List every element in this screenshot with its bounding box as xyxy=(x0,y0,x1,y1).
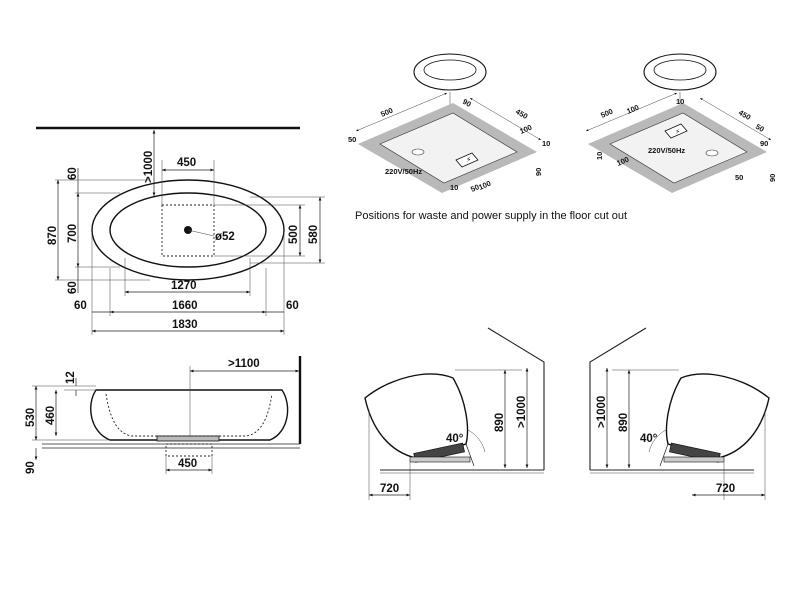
tilt-view-right: 40° >1000 890 720 xyxy=(589,327,770,500)
power-label-right: 220V/50Hz xyxy=(648,146,685,155)
dim-1000: >1000 xyxy=(143,151,155,183)
dim-60-bottom-right: 60 xyxy=(286,300,299,312)
dim-530: 530 xyxy=(25,408,37,427)
dim-450: 450 xyxy=(177,157,196,169)
c1-10b: 10 xyxy=(450,183,458,192)
tilted-tub-left xyxy=(364,373,469,459)
dim-1660: 1660 xyxy=(172,300,198,312)
dim-drain-52: ø52 xyxy=(215,231,235,243)
dim-1270: 1270 xyxy=(171,280,197,292)
dim-460: 460 xyxy=(45,406,57,425)
c1-450: 450 xyxy=(514,107,529,121)
power-bolt-icon: ⚡ xyxy=(466,155,471,164)
c2-50b: 50 xyxy=(735,173,743,182)
power-box-icon xyxy=(455,152,479,168)
cutout-right: ⚡ 220V/50Hz 500 100 10 450 50 90 10 100 … xyxy=(585,53,777,193)
dim-60-top: 60 xyxy=(67,167,79,180)
c1-100b: 100 xyxy=(477,179,492,192)
tilted-tub-right xyxy=(665,373,770,459)
angle-left: 40° xyxy=(446,433,464,445)
c1-50a: 50 xyxy=(348,135,356,144)
wall-right xyxy=(589,327,647,470)
tilt-right-720: 720 xyxy=(716,483,735,495)
c2-100a: 100 xyxy=(625,103,640,116)
tilt-right-1000: >1000 xyxy=(596,396,608,428)
c2-10b: 10 xyxy=(595,152,604,160)
c2-90a: 90 xyxy=(760,139,768,148)
wall-left xyxy=(487,327,545,470)
power-bolt-icon-right: ⚡ xyxy=(675,127,680,136)
tilt-left-1000: >1000 xyxy=(516,396,528,428)
dim-12: 12 xyxy=(65,371,77,384)
dim-870: 870 xyxy=(47,226,59,245)
tilt-left-720: 720 xyxy=(380,483,399,495)
tilt-right-890: 890 xyxy=(618,413,630,432)
c2-90b: 90 xyxy=(768,174,777,182)
power-label-left: 220V/50Hz xyxy=(385,167,422,176)
tilt-left-890: 890 xyxy=(494,413,506,432)
side-view: >1100 12 530 460 90 450 xyxy=(25,356,302,474)
c2-50a: 50 xyxy=(754,122,766,134)
floor-cutout-outline xyxy=(161,204,215,257)
waste-point-icon-right xyxy=(705,149,719,157)
c1-500: 500 xyxy=(379,106,394,119)
dim-60-bottom-left: 60 xyxy=(74,300,87,312)
cutout-left: ⚡ 220V/50Hz 500 50 90 450 100 10 90 50 1… xyxy=(348,53,550,194)
waste-point-icon xyxy=(411,148,425,156)
c2-500: 500 xyxy=(599,107,614,120)
dim-500: 500 xyxy=(288,225,300,244)
c1-90b: 90 xyxy=(534,168,543,176)
angle-right: 40° xyxy=(640,433,658,445)
c1-50b: 50 xyxy=(469,182,480,194)
top-view: >1000 450 ø52 870 700 60 60 500 580 1270 xyxy=(36,126,325,335)
dim-1100: >1100 xyxy=(228,358,260,370)
cutout-caption: Positions for waste and power supply in … xyxy=(355,210,627,222)
dim-60-bottom: 60 xyxy=(67,281,79,294)
dim-580: 580 xyxy=(308,225,320,244)
c1-10a: 10 xyxy=(542,139,550,148)
drain-unit xyxy=(156,435,220,442)
c1-90a: 90 xyxy=(461,97,473,109)
dim-1830: 1830 xyxy=(172,319,198,331)
c2-450: 450 xyxy=(737,108,752,122)
floor-cutout-profile xyxy=(165,443,213,457)
dim-90: 90 xyxy=(25,461,37,474)
dim-700: 700 xyxy=(67,224,79,243)
tub-side-profile xyxy=(90,389,289,441)
dim-side-450: 450 xyxy=(178,458,197,470)
c2-10a: 10 xyxy=(676,97,684,106)
tilt-view-left: 40° 890 >1000 720 xyxy=(364,327,545,500)
